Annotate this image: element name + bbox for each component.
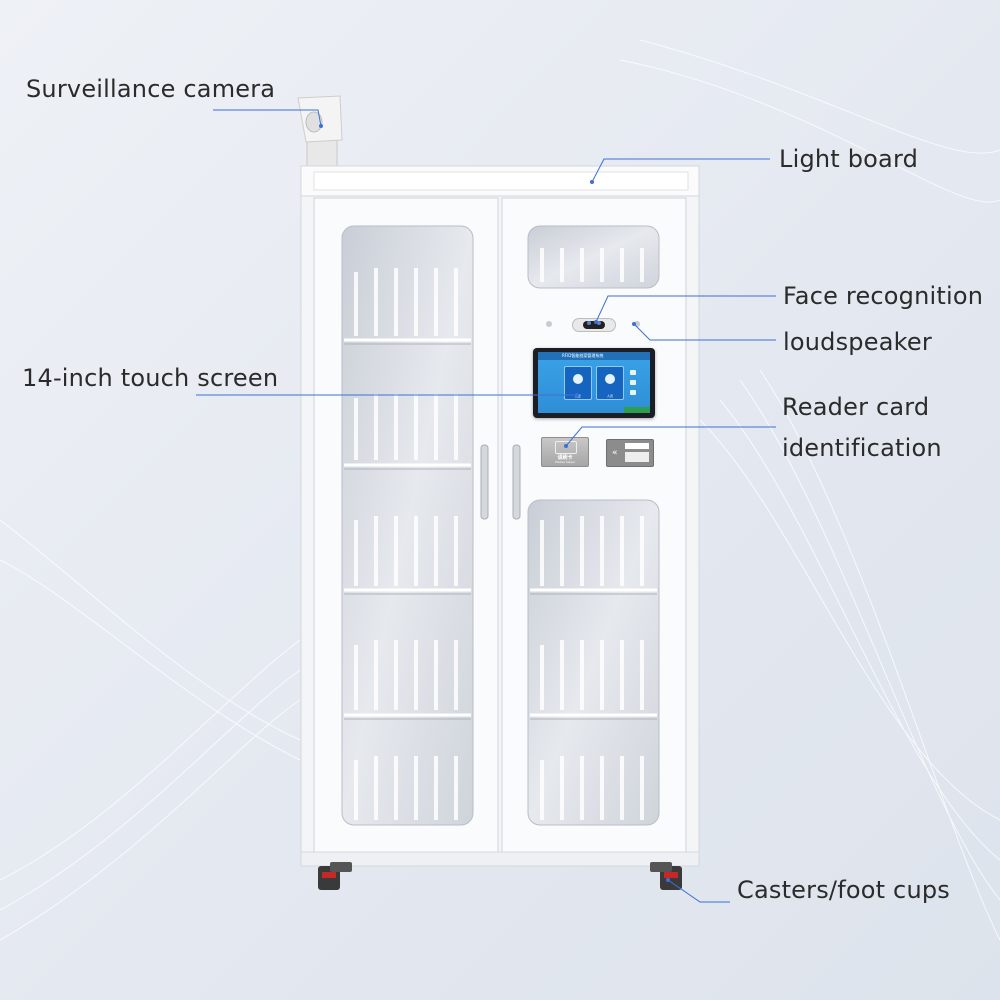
caster-right <box>650 862 682 890</box>
label-reader-card-line2: identification <box>782 434 942 462</box>
screen-tile-return[interactable]: 归还 <box>564 366 592 400</box>
screen-footer-bar <box>624 407 650 413</box>
notice-title-strip <box>625 443 649 449</box>
camera-led-icon <box>597 321 601 325</box>
screen-display: RFID智能档案管理系统 归还 人员 <box>538 352 650 413</box>
reader-main-text: 请刷卡 <box>557 455 573 461</box>
label-reader-card-line1: Reader card <box>782 393 930 421</box>
label-face-recognition: Face recognition <box>783 282 984 310</box>
screen-tile-label: 人员 <box>606 394 613 398</box>
label-surveillance-camera: Surveillance camera <box>26 75 276 103</box>
screen-title: RFID智能档案管理系统 <box>562 353 604 358</box>
touch-screen[interactable]: RFID智能档案管理系统 归还 人员 <box>533 348 655 418</box>
label-touch-screen: 14-inch touch screen <box>22 364 279 392</box>
camera-led-icon <box>587 321 591 325</box>
label-light-board: Light board <box>779 145 919 173</box>
person-icon <box>605 374 615 384</box>
screen-tile-person[interactable]: 人员 <box>596 366 624 400</box>
card-icon <box>555 441 577 454</box>
face-recognition-camera <box>572 318 616 332</box>
status-icon <box>630 390 636 395</box>
surveillance-camera-device <box>297 95 343 169</box>
card-reader-panel[interactable]: 请刷卡 Please Swipe <box>541 437 589 467</box>
label-loudspeaker: loudspeaker <box>783 328 932 356</box>
notice-panel: « <box>606 439 654 467</box>
status-icon <box>630 380 636 385</box>
caster-left <box>318 862 352 890</box>
reader-sub-text: Please Swipe <box>555 460 575 464</box>
label-casters: Casters/foot cups <box>737 876 951 904</box>
camera-lens-icon <box>583 321 605 329</box>
screen-title-bar: RFID智能档案管理系统 <box>538 352 650 360</box>
folder-icon <box>573 374 583 384</box>
notice-body-strip <box>625 452 649 462</box>
screen-tile-label: 归还 <box>574 394 581 398</box>
status-icon <box>630 370 636 375</box>
chevrons-left-icon: « <box>612 448 618 458</box>
